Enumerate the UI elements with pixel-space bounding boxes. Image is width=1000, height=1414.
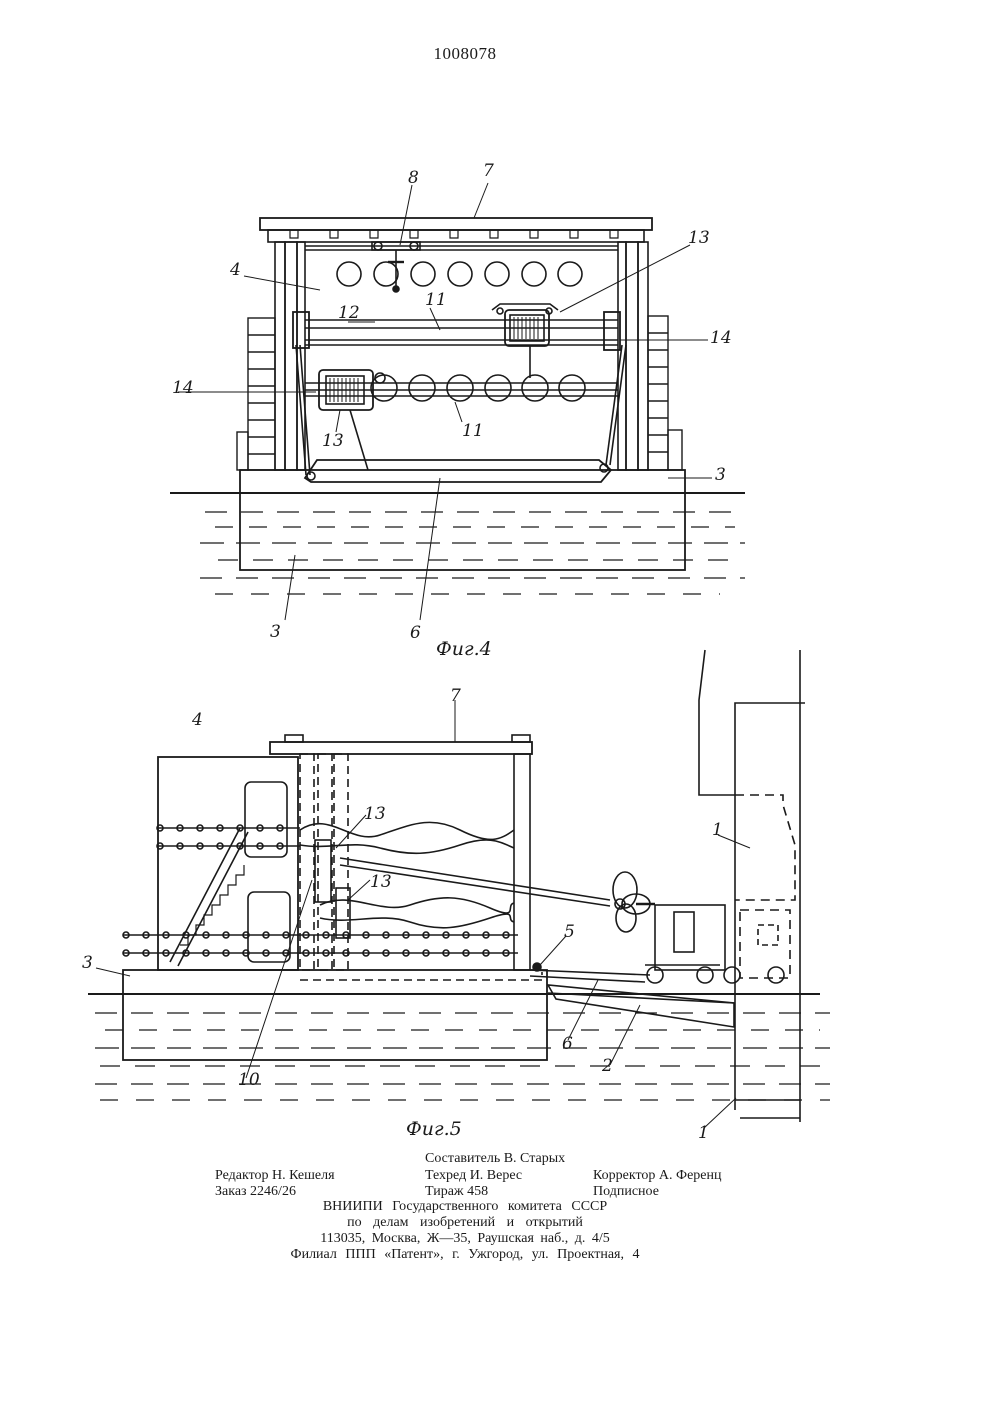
colophon-compiler: Составитель В. Старых — [425, 1150, 565, 1168]
fig4-callout-14-right: 14 — [710, 330, 732, 347]
fig5-callout-5: 5 — [564, 924, 575, 941]
colophon-branch: Филиал ППП «Патент», г. Ужгород, ул. Про… — [0, 1247, 930, 1263]
colophon-publisher-2: по делам изобретений и открытий — [0, 1215, 930, 1231]
fig5-callout-3: 3 — [82, 955, 93, 972]
fig4-callout-6: 6 — [410, 625, 421, 642]
fig4-left-stack — [237, 318, 275, 470]
fig5-callout-6: 6 — [562, 1036, 573, 1053]
fig5-callout-13-upper: 13 — [364, 806, 386, 823]
fig5-water-hatching — [95, 1013, 830, 1100]
fig4-callout-3-right: 3 — [715, 467, 726, 484]
colophon-address: 113035, Москва, Ж—35, Раушская наб., д. … — [0, 1231, 930, 1247]
fig5-caption: Фиг.5 — [406, 1118, 462, 1140]
fig4-callout-11-upper: 11 — [425, 292, 447, 309]
figure-4-drawing — [170, 218, 745, 594]
fig5-callout-13-lower: 13 — [370, 874, 392, 891]
fig5-callout-2: 2 — [602, 1058, 613, 1075]
fig4-pipes-upper — [337, 262, 582, 286]
fig4-callout-3-bottom: 3 — [270, 624, 281, 641]
fig4-water-hatching — [200, 512, 745, 594]
fig5-callout-7: 7 — [450, 688, 461, 705]
fig4-callout-7: 7 — [483, 163, 494, 180]
colophon-publisher-1: ВНИИПИ Государственного комитета СССР — [0, 1199, 930, 1215]
fig4-callout-11-lower: 11 — [462, 423, 484, 440]
fig5-callout-4: 4 — [192, 712, 203, 729]
fig4-pipes-lower — [371, 375, 585, 401]
fig4-callout-14-left: 14 — [172, 380, 194, 397]
fig4-callout-12: 12 — [338, 305, 360, 322]
fig4-callout-8: 8 — [408, 170, 419, 187]
fig5-callout-1-upper: 1 — [712, 822, 723, 839]
fig5-leader-lines — [96, 700, 750, 1128]
fig4-callout-13-upper: 13 — [688, 230, 710, 247]
fig4-callout-13-lower: 13 — [322, 433, 344, 450]
fig5-callout-10: 10 — [238, 1072, 260, 1089]
fig4-caption: Фиг.4 — [436, 638, 492, 660]
fig4-callout-4: 4 — [230, 262, 241, 279]
fig4-right-stack — [648, 316, 682, 470]
fig4-leader-lines — [178, 183, 712, 620]
fig5-callout-1-lower: 1 — [698, 1125, 709, 1142]
